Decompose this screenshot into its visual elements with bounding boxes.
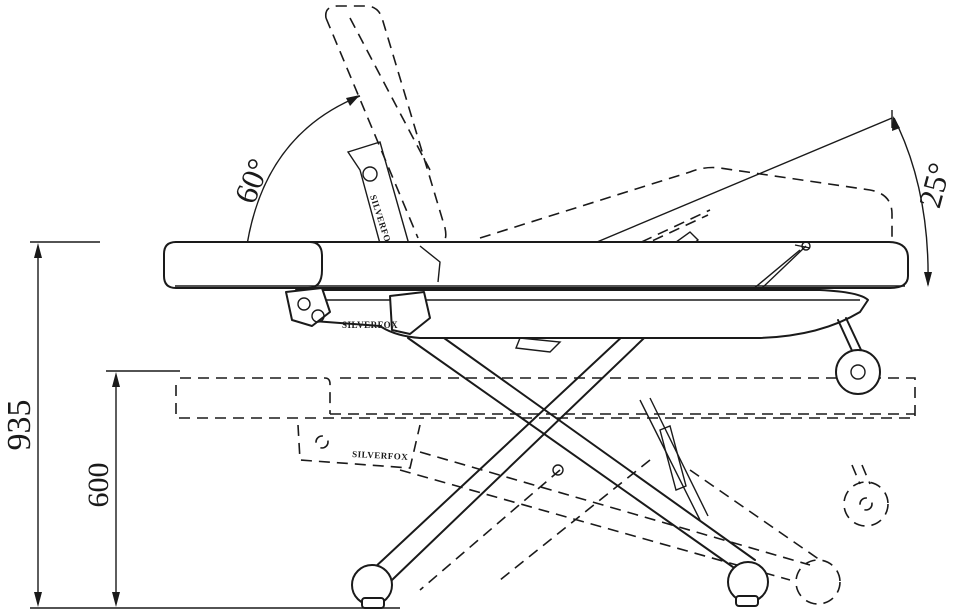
scissor-legs [351,317,769,609]
lower-brand-label: SILVERFOX [352,449,409,462]
angle-60-label: 60° [227,153,277,208]
dimension-600: 600 [82,370,180,607]
lowered-table-ghost: SILVERFOX [175,377,916,605]
dimension-935: 935 [1,241,400,609]
table-top: SILVERFOX [163,241,909,353]
backrest-raised-ghost: SILVERFOX [324,5,447,276]
upper-brand-label: SILVERFOX [342,320,398,330]
angle-25-label: 25° [911,159,957,212]
side-wheel [835,317,881,395]
dimension-600-label: 600 [82,463,115,508]
dimension-935-label: 935 [1,400,38,451]
